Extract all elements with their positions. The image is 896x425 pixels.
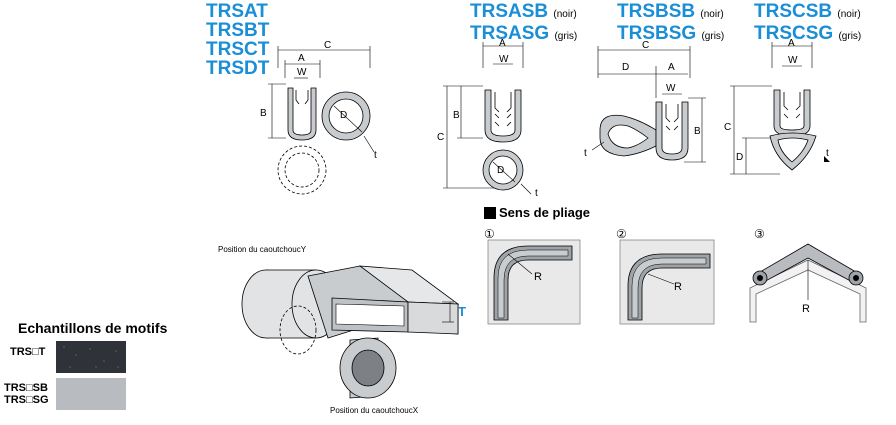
radius-label: R — [534, 271, 542, 283]
dim-label-t: t — [535, 188, 538, 198]
dim-label-t: t — [584, 148, 587, 159]
dim-label-c: C — [724, 122, 731, 133]
color-suffix: (noir) — [553, 9, 577, 20]
model-list-group4: TRSCSB (noir) TRSCSG (gris) — [754, 2, 861, 46]
dim-label-t: t — [374, 150, 377, 161]
model-name: TRSBSG — [617, 23, 697, 44]
dim-label-d: D — [340, 110, 347, 121]
dim-label-d: D — [622, 62, 629, 73]
profile-diagram-trsbsb: C D A W B t — [584, 40, 706, 163]
dim-label-w: W — [297, 67, 307, 78]
model-list-group1: TRSAT TRSBT TRSCT TRSDT — [206, 2, 269, 78]
color-suffix: (gris) — [838, 31, 862, 42]
step-number: ① — [484, 227, 495, 241]
dim-label-a: A — [298, 53, 305, 64]
square-bullet-icon — [484, 206, 496, 219]
dim-label-c: C — [324, 40, 331, 51]
bending-title: Sens de pliage — [499, 205, 591, 220]
rubber-position-3d-diagram: T — [241, 265, 466, 399]
sample-label-sb: TRS□SB — [4, 382, 48, 394]
sample-label-sb-sg: TRS□SB TRS□SG — [4, 382, 49, 406]
sample-swatch-black — [56, 341, 126, 373]
sample-label-sg: TRS□SG — [4, 394, 49, 406]
model-name: TRSDT — [206, 58, 270, 79]
profile-diagram-trsat: C A W B D t — [260, 40, 377, 195]
model-name: TRSBSB — [617, 1, 696, 22]
color-suffix: (noir) — [837, 9, 861, 20]
dim-label-t: t — [826, 148, 829, 159]
model-list-group2: TRSASB (noir) TRSASG (gris) — [470, 2, 577, 46]
bending-direction-heading: Sens de pliage — [484, 205, 590, 220]
dim-label-d: D — [497, 165, 504, 176]
model-name: TRSCT — [206, 39, 270, 60]
bending-direction-diagrams: ① R ② R ③ R — [484, 227, 867, 325]
dim-label-b: B — [694, 126, 701, 137]
color-suffix: (gris) — [554, 31, 578, 42]
profile-diagram-trsasb: A W C B D t — [437, 38, 538, 198]
step-number: ② — [616, 227, 627, 241]
texture-icon — [63, 346, 119, 368]
color-suffix: (noir) — [700, 9, 724, 20]
radius-label: R — [674, 281, 682, 293]
model-name: TRSASG — [470, 23, 550, 44]
dim-label-c: C — [437, 132, 444, 143]
sample-swatch-grey — [56, 378, 126, 410]
dim-label-w: W — [499, 54, 509, 65]
dim-label-b: B — [260, 108, 267, 119]
model-list-group3: TRSBSB (noir) TRSBSG (gris) — [617, 2, 724, 46]
dim-label-a: A — [499, 38, 506, 49]
step-number: ③ — [754, 227, 765, 241]
dim-label-w: W — [666, 83, 676, 94]
dim-label-thickness: T — [458, 304, 466, 319]
model-name: TRSASB — [470, 1, 549, 22]
model-name: TRSCSB — [754, 1, 833, 22]
dim-label-w: W — [788, 55, 798, 66]
dim-label-d: D — [736, 152, 743, 163]
profile-diagram-trscsb: A W C D t — [724, 38, 830, 175]
dim-label-a: A — [668, 62, 675, 73]
dim-label-a: A — [788, 38, 795, 49]
dim-label-c: C — [642, 40, 649, 51]
radius-label: R — [802, 303, 810, 315]
dim-label-b: B — [453, 110, 460, 121]
sample-label-t: TRS□T — [10, 346, 46, 358]
model-name: TRSAT — [206, 1, 268, 22]
color-suffix: (gris) — [701, 31, 725, 42]
rubber-position-x-label: Position du caoutchoucX — [330, 406, 419, 415]
pattern-samples-title: Echantillons de motifs — [18, 320, 168, 336]
model-name: TRSCSG — [754, 23, 834, 44]
rubber-position-y-label: Position du caoutchoucY — [218, 245, 307, 254]
model-name: TRSBT — [206, 20, 270, 41]
